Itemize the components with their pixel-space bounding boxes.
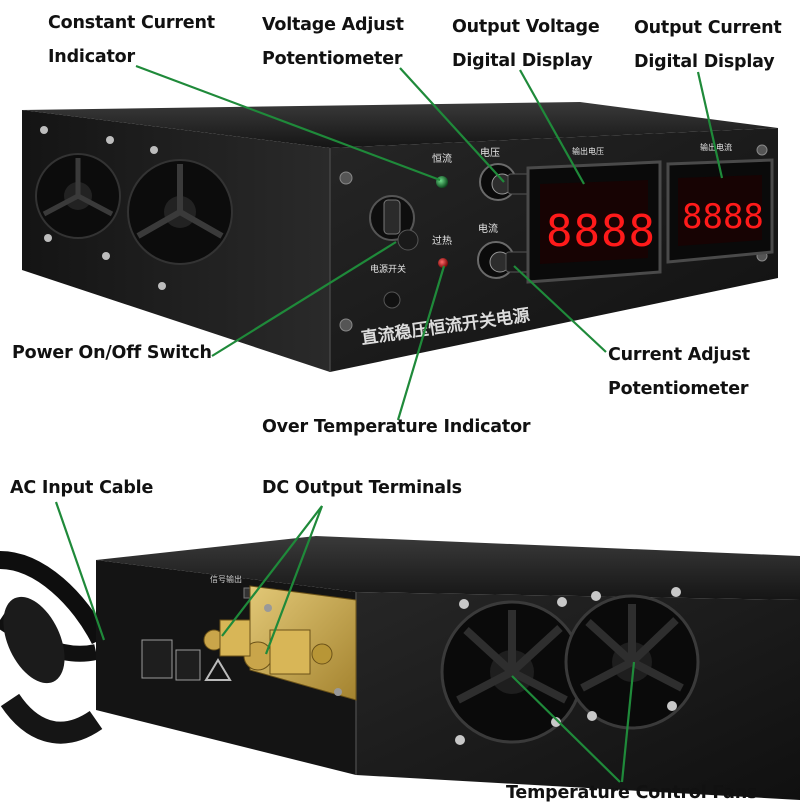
callout-over-temperature: Over Temperature Indicator (262, 417, 531, 437)
leader-voltage-adjust (399, 67, 505, 183)
leader-dc-output (221, 505, 324, 655)
top-power-supply: 电源开关 恒流 过热 电压 电流 输出电压 8888 输出电流 (22, 102, 778, 372)
current-pot-caption: 电流 (478, 222, 498, 235)
callout-constant-current-line1: Constant Current (48, 13, 215, 33)
dc-output-terminals[interactable] (203, 585, 357, 701)
leader-output-voltage (519, 69, 585, 185)
callout-current-adjust-line1: Current Adjust (608, 345, 750, 365)
callout-output-current-line2: Digital Display (634, 52, 775, 72)
voltage-display-caption: 输出电压 (572, 146, 604, 156)
callout-ac-input: AC Input Cable (10, 478, 154, 498)
leader-output-current (696, 71, 724, 179)
leader-ac-input (54, 501, 106, 641)
callout-output-voltage-line2: Digital Display (452, 51, 593, 71)
voltage-readout: 8888 (546, 206, 656, 257)
output-current-display: 8888 (666, 158, 774, 264)
side-fan-right (127, 159, 233, 265)
chassis-top (22, 102, 778, 148)
callout-output-voltage-line1: Output Voltage (452, 17, 600, 37)
callout-constant-current-line2: Indicator (48, 47, 135, 67)
chassis-top (96, 536, 800, 600)
callout-current-adjust-line2: Potentiometer (608, 379, 749, 399)
callout-output-voltage: Output Voltage Digital Display (452, 10, 600, 78)
leader-lines (54, 64, 724, 783)
leader-fans-left (511, 675, 621, 783)
leader-over-temperature (396, 265, 446, 421)
current-readout: 8888 (682, 197, 764, 237)
leader-constant-current (135, 64, 441, 182)
callout-voltage-adjust-line2: Potentiometer (262, 49, 403, 69)
callout-voltage-adjust-line1: Voltage Adjust (262, 15, 404, 35)
ot-indicator-caption: 过热 (432, 234, 452, 247)
cc-indicator-caption: 恒流 (432, 152, 452, 165)
power-switch-caption: 电源开关 (370, 263, 406, 275)
callout-voltage-adjust: Voltage Adjust Potentiometer (262, 8, 404, 76)
callout-fans: Temperature Control Fans (506, 783, 758, 803)
callout-output-current-line1: Output Current (634, 18, 782, 38)
front-fan-left (440, 600, 584, 744)
callout-power-switch: Power On/Off Switch (12, 343, 212, 363)
cc-indicator-led (436, 176, 448, 188)
leader-current-adjust (513, 265, 607, 353)
callout-output-current: Output Current Digital Display (634, 11, 782, 79)
ac-input-cable (0, 551, 109, 744)
voltage-pot-caption: 电压 (480, 146, 500, 159)
leader-fans-right (620, 661, 636, 783)
callout-dc-output: DC Output Terminals (262, 478, 462, 498)
callout-constant-current: Constant Current Indicator (48, 6, 215, 74)
callout-current-adjust: Current Adjust Potentiometer (608, 338, 750, 406)
power-switch[interactable] (369, 195, 419, 251)
leader-power-switch (211, 241, 397, 357)
terminal-tag: 信号输出 (210, 574, 242, 584)
side-fan-left (35, 153, 121, 239)
front-fan-right (564, 594, 700, 730)
bottom-power-supply: 信号输出 (0, 536, 800, 800)
ot-indicator-led (438, 258, 448, 268)
output-voltage-display: 8888 (526, 160, 662, 284)
